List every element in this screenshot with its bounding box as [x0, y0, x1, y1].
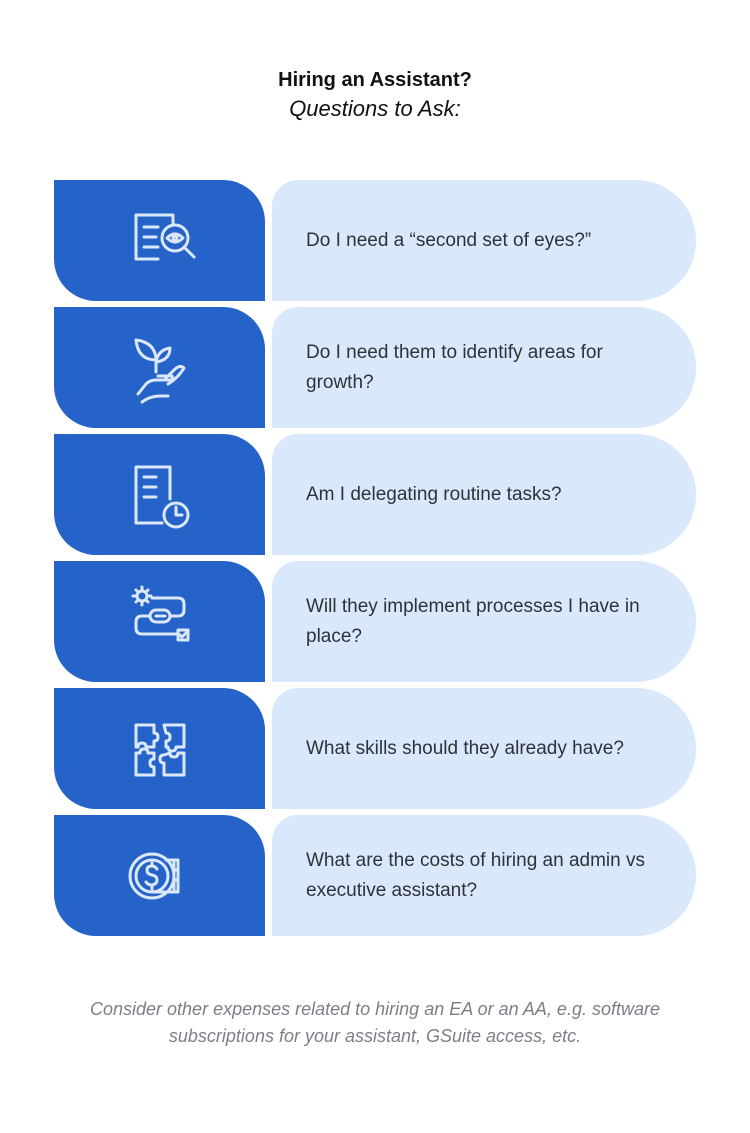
- footer-note: Consider other expenses related to hirin…: [90, 999, 660, 1046]
- coin-dollar-icon: [128, 852, 179, 899]
- question-row: Do I need a “second set of eyes?”: [54, 180, 696, 301]
- question-row: What skills should they already have?: [54, 688, 696, 809]
- question-text: What skills should they already have?: [306, 737, 624, 759]
- document-search-eye-icon: [134, 213, 195, 260]
- page-subtitle: Questions to Ask:: [289, 96, 461, 121]
- question-row: Do I need them to identify areas for gro…: [54, 307, 696, 428]
- page-header: Hiring an Assistant? Questions to Ask:: [0, 66, 750, 124]
- question-row: What are the costs of hiring an admin vs…: [54, 815, 696, 936]
- process-flow-icon: [131, 585, 189, 641]
- question-text: Am I delegating routine tasks?: [306, 483, 562, 505]
- question-text: What are the costs of hiring an admin vs…: [306, 849, 645, 901]
- question-text: Will they implement processes I have in …: [306, 595, 640, 647]
- question-row: Will they implement processes I have in …: [54, 561, 696, 682]
- question-text: Do I need a “second set of eyes?”: [306, 229, 592, 251]
- plant-hand-icon: [134, 338, 185, 403]
- question-row: Am I delegating routine tasks?: [54, 434, 696, 555]
- page-title: Hiring an Assistant?: [278, 69, 472, 91]
- puzzle-icon: [134, 723, 185, 776]
- document-clock-icon: [134, 465, 189, 528]
- question-text: Do I need them to identify areas for gro…: [306, 341, 603, 393]
